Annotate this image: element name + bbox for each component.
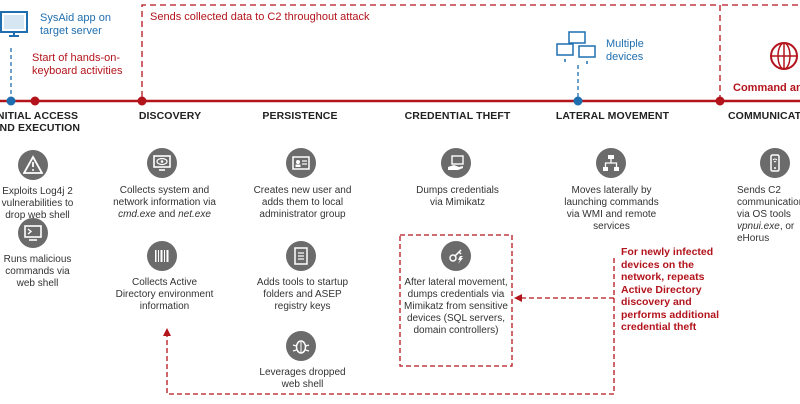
desc-persist-webshell: Leverages dropped web shell: [259, 367, 346, 390]
desc-web-shell-commands: Runs malicious commands via web shell: [3, 254, 72, 289]
mobile-icon: [760, 148, 790, 178]
loop-arrow-to-discovery: [166, 298, 615, 395]
warning-icon: [18, 150, 48, 180]
bug-icon: [286, 331, 316, 361]
sysaid-label: SysAid app on target server: [40, 12, 111, 37]
multiple-label: Multiple devices: [606, 38, 644, 63]
lateral-note: For newly infected devices on the networ…: [621, 246, 720, 333]
desc-log4j: Exploits Log4j 2 vulnerabilities to drop…: [1, 186, 74, 221]
id-card-icon: [286, 148, 316, 178]
stage-persistence: PERSISTENCE: [262, 110, 338, 122]
timeline-dot-c2start: [137, 96, 147, 106]
desc-discovery-cmd: cmd.exe: [118, 209, 156, 220]
terminal-icon: [18, 218, 48, 248]
desc-persist-user: Creates new user and adds them to local …: [253, 185, 352, 220]
checklist-icon: [286, 241, 316, 271]
loop-arrowhead-cred: [514, 294, 522, 302]
c2-label: Command and control: [733, 82, 800, 94]
loop-arrow-to-cred: [520, 258, 615, 299]
desc-discovery-net: net.exe: [178, 209, 211, 220]
desc-cred-sensitive: After lateral movement, dumps credential…: [404, 277, 508, 336]
network-tree-icon: [596, 148, 626, 178]
credential-hand-icon: [441, 148, 471, 178]
stage-lateral-movement: LATERAL MOVEMENT: [555, 110, 670, 122]
handson-label: Start of hands-on-keyboard activities: [32, 52, 123, 77]
desc-comm-vpnui: vpnui.exe: [737, 221, 780, 232]
computer-icon: [0, 10, 30, 50]
multiple-computers-icon: [555, 30, 601, 66]
stage-initial-access: INITIAL ACCESS AND EXECUTION: [0, 110, 81, 134]
timeline-dot-multiple: [573, 96, 583, 106]
stage-discovery: DISCOVERY: [138, 110, 202, 122]
desc-comm-ehorus: eHorus: [737, 233, 770, 244]
c2-dashed-banner: [141, 4, 720, 97]
key-bolt-icon: [441, 241, 471, 271]
timeline-dot-sysaid: [6, 96, 16, 106]
desc-lateral-wmi: Moves laterally by launching commands vi…: [564, 185, 659, 232]
c2-banner-label: Sends collected data to C2 throughout at…: [150, 11, 370, 23]
stage-credential-theft: CREDENTIAL THEFT: [404, 110, 511, 122]
loop-arrowhead-discovery: [163, 328, 171, 336]
stage-communication: COMMUNICATION: [728, 110, 800, 122]
globe-icon: [768, 40, 800, 72]
desc-comm-text-a: Sends C2 communications via OS tools: [737, 185, 800, 220]
desc-comm-text-b: , or: [779, 221, 795, 232]
desc-cred-mimikatz: Dumps credentials via Mimikatz: [416, 185, 499, 208]
barcode-icon: [147, 241, 177, 271]
desc-discovery-system: Collects system and network information …: [112, 185, 217, 221]
monitor-eye-icon: [147, 148, 177, 178]
desc-discovery-text-b: and: [155, 209, 179, 220]
timeline-dot-c2end: [715, 96, 725, 106]
c2-dashed-right: [719, 4, 800, 97]
timeline-dot-handson: [30, 96, 40, 106]
desc-comm-c2: Sends C2 communications via OS tools vpn…: [737, 185, 800, 245]
desc-discovery-text-a: Collects system and network information …: [113, 185, 216, 208]
desc-discovery-ad: Collects Active Directory environment in…: [115, 277, 214, 312]
cred-dashed-box: [399, 234, 513, 367]
desc-persist-startup: Adds tools to startup folders and ASEP r…: [256, 277, 349, 312]
